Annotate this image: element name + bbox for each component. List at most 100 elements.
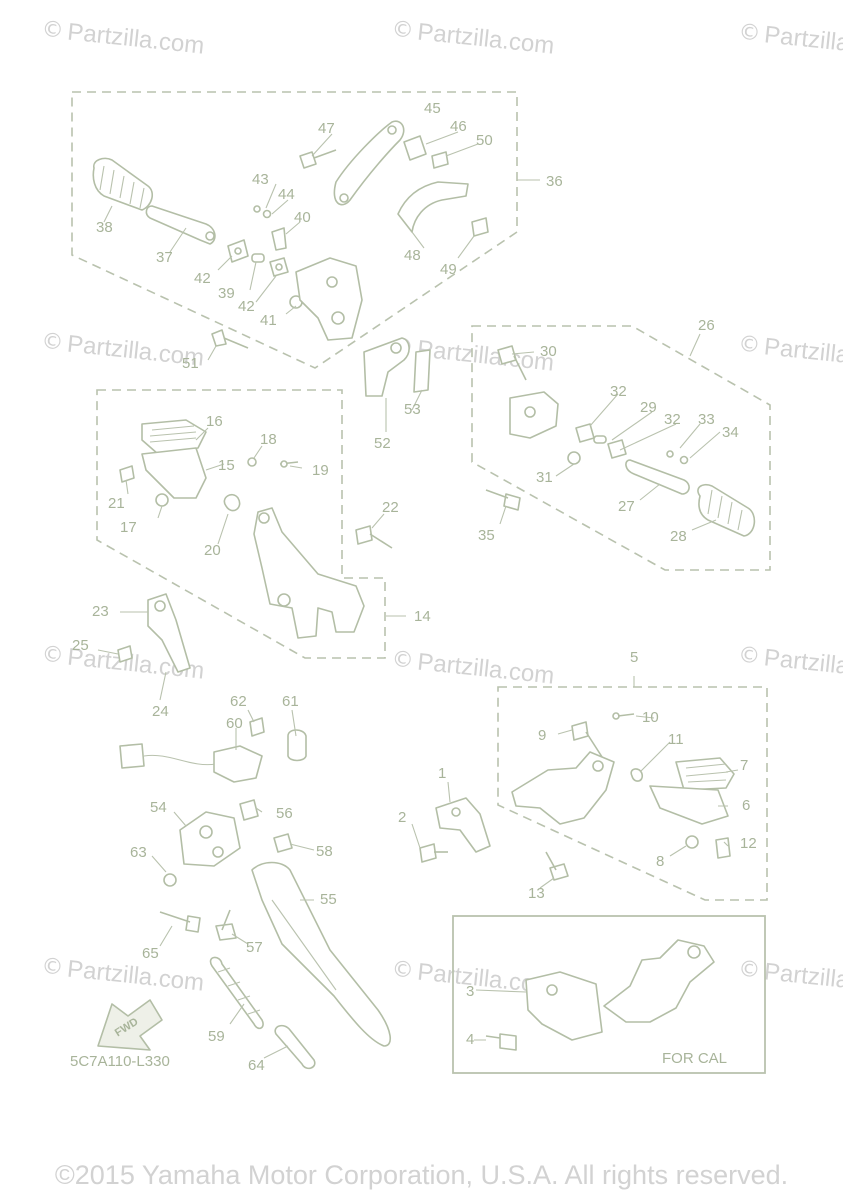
assembly-outlines — [71, 91, 771, 901]
part-30-bolt — [497, 345, 527, 381]
callout-33: 33 — [698, 411, 715, 428]
callout-4: 4 — [466, 1031, 474, 1048]
part-38-grip — [92, 157, 154, 211]
callout-35: 35 — [478, 527, 495, 544]
part-57-bolt — [215, 909, 237, 941]
part-22-bolt — [355, 525, 393, 549]
assembly-outline-36 — [71, 91, 518, 369]
callout-12: 12 — [740, 835, 757, 852]
callout-32b: 32 — [664, 411, 681, 428]
callout-1: 1 — [438, 765, 446, 782]
part-47-bolt — [299, 149, 337, 169]
part-35-bolt — [485, 489, 521, 511]
part-8-nut — [685, 835, 699, 849]
callout-46: 46 — [450, 118, 467, 135]
callout-13: 13 — [528, 885, 545, 902]
part-bracket-26 — [509, 391, 559, 439]
callout-56: 56 — [276, 805, 293, 822]
watermark-copyright: © — [390, 647, 414, 674]
callout-59: 59 — [208, 1028, 225, 1045]
part-42b-washer — [269, 257, 289, 277]
callout-10: 10 — [642, 709, 659, 726]
part-14-bracket — [253, 507, 365, 639]
callout-34: 34 — [722, 424, 739, 441]
part-20-spring — [223, 493, 241, 512]
callout-7: 7 — [740, 757, 748, 774]
watermark-text: Partzilla.com — [763, 333, 843, 374]
part-60-switch — [119, 743, 263, 783]
part-16-rubber — [141, 419, 207, 455]
part-50-bolt — [431, 151, 449, 169]
callout-41: 41 — [260, 312, 277, 329]
callout-37: 37 — [156, 249, 173, 266]
callout-23: 23 — [92, 603, 109, 620]
callout-53: 53 — [404, 401, 421, 418]
callout-14: 14 — [414, 608, 431, 625]
callout-62: 62 — [230, 693, 247, 710]
part-42-washer — [227, 239, 249, 263]
part-4-bolt — [485, 1033, 517, 1051]
callout-40: 40 — [294, 209, 311, 226]
callout-26: 26 — [698, 317, 715, 334]
part-3-plate — [525, 971, 603, 1041]
for-cal-box — [452, 915, 766, 1074]
part-5-bracket — [511, 751, 615, 825]
part-10-pin — [612, 712, 635, 720]
watermark-copyright: © — [390, 17, 414, 44]
part-59-spring — [209, 956, 264, 1030]
callout-38: 38 — [96, 219, 113, 236]
part-46-collar — [403, 135, 427, 161]
callout-5: 5 — [630, 649, 638, 666]
part-63-nut — [163, 873, 177, 887]
watermark-copyright: © — [40, 642, 64, 669]
part-2-bolt — [419, 843, 448, 863]
watermark-text: Partzilla.com — [416, 648, 555, 689]
callout-6: 6 — [742, 797, 750, 814]
watermark-copyright: © — [737, 643, 761, 670]
variant-label: FOR CAL — [662, 1050, 727, 1067]
assembly-outline-14 — [96, 389, 386, 659]
part-18-ball — [247, 457, 257, 467]
part-33-ball — [666, 450, 674, 458]
part-44-spring — [262, 209, 272, 219]
callout-52: 52 — [374, 435, 391, 452]
callout-28: 28 — [670, 528, 687, 545]
callout-42b: 42 — [238, 298, 255, 315]
part-32-washer — [575, 423, 595, 443]
watermark-copyright: © — [40, 954, 64, 981]
part-9-bolt — [571, 721, 605, 761]
callout-24: 24 — [152, 703, 169, 720]
callout-8: 8 — [656, 853, 664, 870]
part-23-plate — [147, 593, 191, 673]
callout-17: 17 — [120, 519, 137, 536]
callout-16: 16 — [206, 413, 223, 430]
part-54-bracket — [179, 811, 241, 867]
callout-21: 21 — [108, 495, 125, 512]
part-28-grip — [697, 483, 756, 537]
part-7-rubber — [675, 757, 735, 791]
part-55-sidestand — [251, 861, 391, 1047]
watermark-copyright: © — [40, 17, 64, 44]
watermark-text: Partzilla.com — [763, 21, 843, 62]
callout-47: 47 — [318, 120, 335, 137]
callout-50: 50 — [476, 132, 493, 149]
watermark-text: Partzilla.com — [66, 18, 205, 59]
callout-3: 3 — [466, 983, 474, 1000]
callout-60: 60 — [226, 715, 243, 732]
callout-57: 57 — [246, 939, 263, 956]
part-19-spring — [279, 460, 299, 468]
callout-42: 42 — [194, 270, 211, 287]
callout-44: 44 — [278, 186, 295, 203]
part-31-nut — [567, 451, 581, 465]
part-51-bolt — [211, 329, 249, 349]
part-45-heel-guard — [333, 120, 405, 206]
part-25-bolt — [117, 645, 133, 663]
callout-19: 19 — [312, 462, 329, 479]
callout-36: 36 — [546, 173, 563, 190]
watermark-text: Partzilla.com — [416, 18, 555, 59]
callout-22: 22 — [382, 499, 399, 516]
part-37-footrest-bar — [145, 205, 216, 245]
part-56-collar — [239, 799, 259, 821]
part-1-plate — [435, 797, 491, 853]
